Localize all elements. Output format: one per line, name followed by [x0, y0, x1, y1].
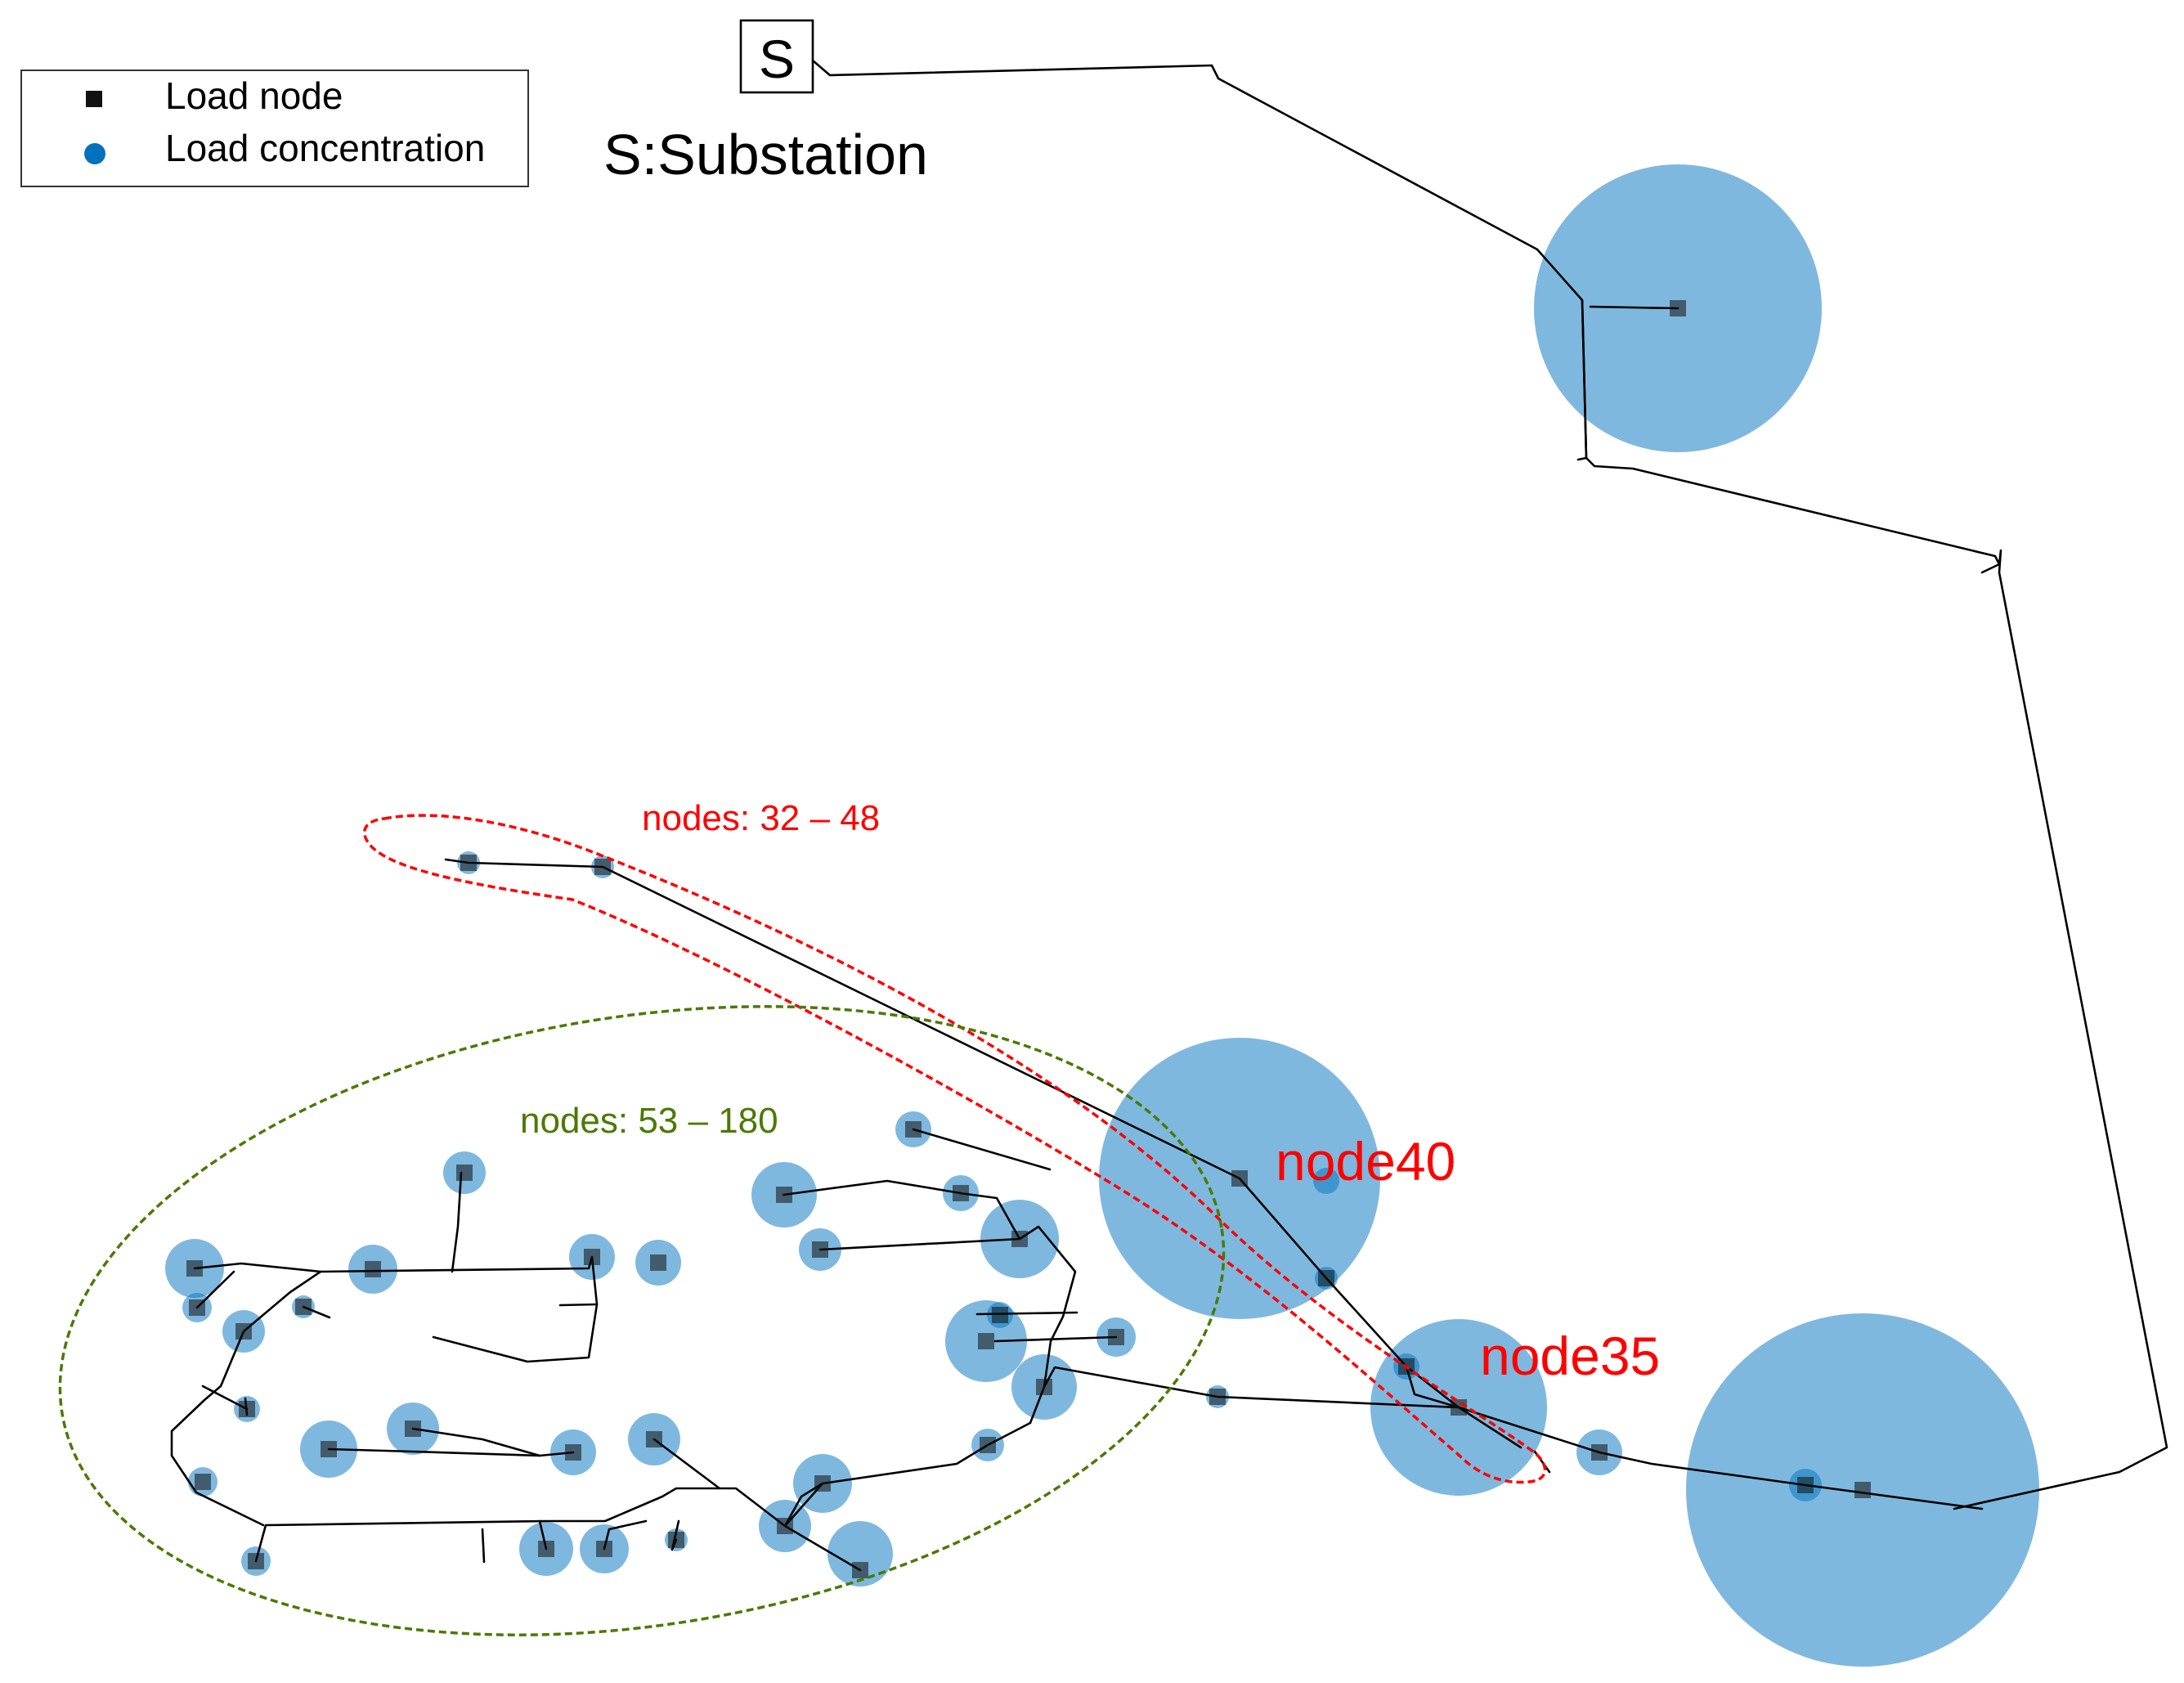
substation-symbol: S [759, 29, 795, 89]
load-node-marker [594, 859, 611, 875]
node40-label: node40 [1276, 1131, 1455, 1192]
legend-load-node-label: Load node [165, 74, 343, 117]
feeder-line-segment [1405, 1365, 1460, 1409]
feeder-line-segment [958, 1192, 1021, 1241]
load-node-marker [776, 1187, 792, 1203]
load-node-marker [405, 1420, 421, 1437]
region-nodes-32-48-outline [363, 814, 1547, 1484]
load-node-marker [235, 1323, 252, 1340]
load-concentration-layer [165, 164, 2039, 1667]
feeder-line-layer [170, 59, 2168, 1572]
load-node-marker [239, 1401, 255, 1417]
load-node-marker [365, 1261, 381, 1277]
substation-caption: S:Substation [603, 123, 928, 186]
load-node-layer [186, 300, 1871, 1578]
load-node-marker [814, 1475, 831, 1492]
feeder-line-segment [912, 1128, 1052, 1171]
region-nodes-53-180-outline [58, 1005, 1226, 1636]
load-node-marker [189, 1299, 205, 1316]
region-nodes-32-48-label: nodes: 32 – 48 [642, 798, 880, 838]
feeder-line-segment [481, 1528, 486, 1564]
load-node-marker [1451, 1399, 1467, 1416]
feeder-line-segment [444, 858, 1523, 1449]
load-node-marker [812, 1241, 828, 1258]
feeder-line-segment [653, 1438, 721, 1490]
load-node-marker [1318, 1270, 1334, 1286]
feeder-line-segment [170, 1270, 322, 1527]
feeder-line-segment [993, 1335, 1118, 1343]
legend: Load node Load concentration [20, 70, 529, 187]
load-node-marker [1797, 1477, 1814, 1493]
feeder-line-segment [254, 1225, 1077, 1563]
feeder-line-segment [1576, 298, 1588, 461]
feeder-line-segment [1980, 563, 2001, 574]
load-node-marker [980, 1437, 996, 1453]
load-node-marker [1854, 1482, 1871, 1498]
load-node-marker [1108, 1329, 1124, 1345]
load-node-marker [538, 1541, 554, 1557]
load-node-marker [460, 855, 477, 871]
load-node-marker [1591, 1444, 1608, 1461]
feeder-line-segment [811, 59, 2168, 1510]
region-nodes-53-180-label: nodes: 53 – 180 [520, 1101, 778, 1141]
load-node-marker [1231, 1170, 1248, 1187]
load-node-marker [565, 1444, 581, 1461]
load-node-marker [1670, 300, 1686, 316]
load-node-marker [992, 1307, 1008, 1323]
feeder-line-segment [327, 1447, 575, 1457]
load-node-marker [321, 1441, 337, 1457]
load-node-marker [978, 1333, 994, 1349]
load-node-marker [905, 1121, 922, 1138]
feeder-line-segment [1043, 1366, 1460, 1409]
load-node-marker [295, 1299, 312, 1315]
load-node-marker [1209, 1389, 1226, 1405]
feeder-line-segment [782, 1179, 962, 1196]
load-node-marker [596, 1541, 612, 1557]
load-node-marker [953, 1185, 969, 1201]
load-node-marker [248, 1553, 264, 1569]
load-node-marker [668, 1532, 684, 1548]
load-node-marker [584, 1249, 600, 1265]
circle-marker-icon [84, 143, 105, 164]
load-concentration-circle [1313, 1168, 1339, 1194]
square-marker-icon [86, 91, 102, 107]
substation-box [739, 19, 814, 94]
load-node-marker [195, 1474, 211, 1490]
feeder-line-segment [451, 1171, 463, 1273]
load-node-marker [1011, 1231, 1028, 1247]
legend-load-concentration-label: Load concentration [165, 127, 485, 169]
load-node-marker [1036, 1379, 1052, 1395]
load-node-marker [650, 1254, 666, 1271]
feeder-line-segment [558, 1303, 599, 1307]
load-node-marker [456, 1165, 473, 1181]
load-node-marker [852, 1562, 868, 1578]
load-node-marker [777, 1518, 793, 1534]
feeder-line-segment [411, 1427, 541, 1457]
load-node-marker [646, 1431, 662, 1447]
substation: S S:Substation [603, 19, 928, 186]
load-concentration-circle [827, 1521, 893, 1587]
load-node-marker [186, 1260, 203, 1277]
legend-frame [20, 70, 529, 187]
node35-label: node35 [1480, 1326, 1660, 1386]
feeder-line-segment [1589, 305, 1679, 310]
